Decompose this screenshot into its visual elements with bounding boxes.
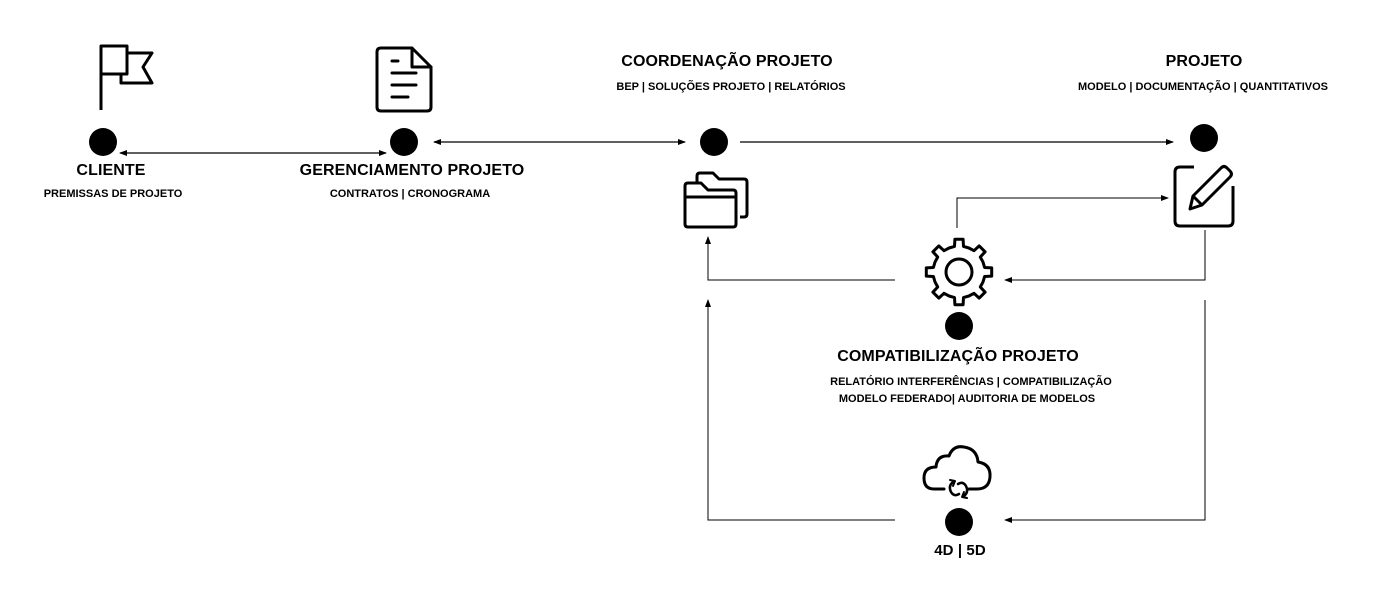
node-subtitle-coordenacao: BEP | SOLUÇÕES PROJETO | RELATÓRIOS <box>616 81 846 93</box>
node-subtitle-cliente: PREMISSAS DE PROJETO <box>43 188 183 200</box>
node-title-4d5d: 4D | 5D <box>934 542 986 559</box>
connector-projeto-4d5d <box>1004 300 1206 523</box>
node-dot-4d5d[interactable] <box>945 508 973 536</box>
node-subtitle-gerenciamento: CONTRATOS | CRONOGRAMA <box>329 188 491 200</box>
node-dot-compatibilizacao[interactable] <box>945 312 973 340</box>
node-subtitle-compatibilizacao-line2: MODELO FEDERADO| AUDITORIA DE MODELOS <box>838 393 1096 405</box>
node-dot-projeto[interactable] <box>1190 124 1218 152</box>
node-title-coordenacao: COORDENAÇÃO PROJETO <box>621 53 833 70</box>
node-title-projeto: PROJETO <box>1165 53 1243 70</box>
node-title-gerenciamento: GERENCIAMENTO PROJETO <box>299 162 525 179</box>
edit-pencil-icon <box>1173 165 1235 228</box>
connector-4d5d-coordenacao <box>705 299 895 521</box>
cloud-sync-icon <box>922 445 992 499</box>
gear-icon <box>924 237 994 307</box>
node-title-compatibilizacao: COMPATIBILIZAÇÃO PROJETO <box>837 348 1079 365</box>
folders-icon <box>683 171 749 229</box>
connector-compatibilizacao-projeto <box>956 195 1169 228</box>
node-subtitle-compatibilizacao-line1: RELATÓRIO INTERFERÊNCIAS | COMPATIBILIZA… <box>830 376 1112 388</box>
node-title-cliente: CLIENTE <box>76 162 146 179</box>
node-dot-cliente[interactable] <box>89 128 117 156</box>
connector-projeto-compatibilizacao <box>1004 230 1206 283</box>
node-subtitle-projeto: MODELO | DOCUMENTAÇÃO | QUANTITATIVOS <box>1078 81 1328 93</box>
node-dot-gerenciamento[interactable] <box>390 128 418 156</box>
connector-compatibilizacao-coordenacao <box>705 236 895 281</box>
flag-icon <box>99 44 154 110</box>
node-dot-coordenacao[interactable] <box>700 128 728 156</box>
document-icon <box>375 46 433 113</box>
